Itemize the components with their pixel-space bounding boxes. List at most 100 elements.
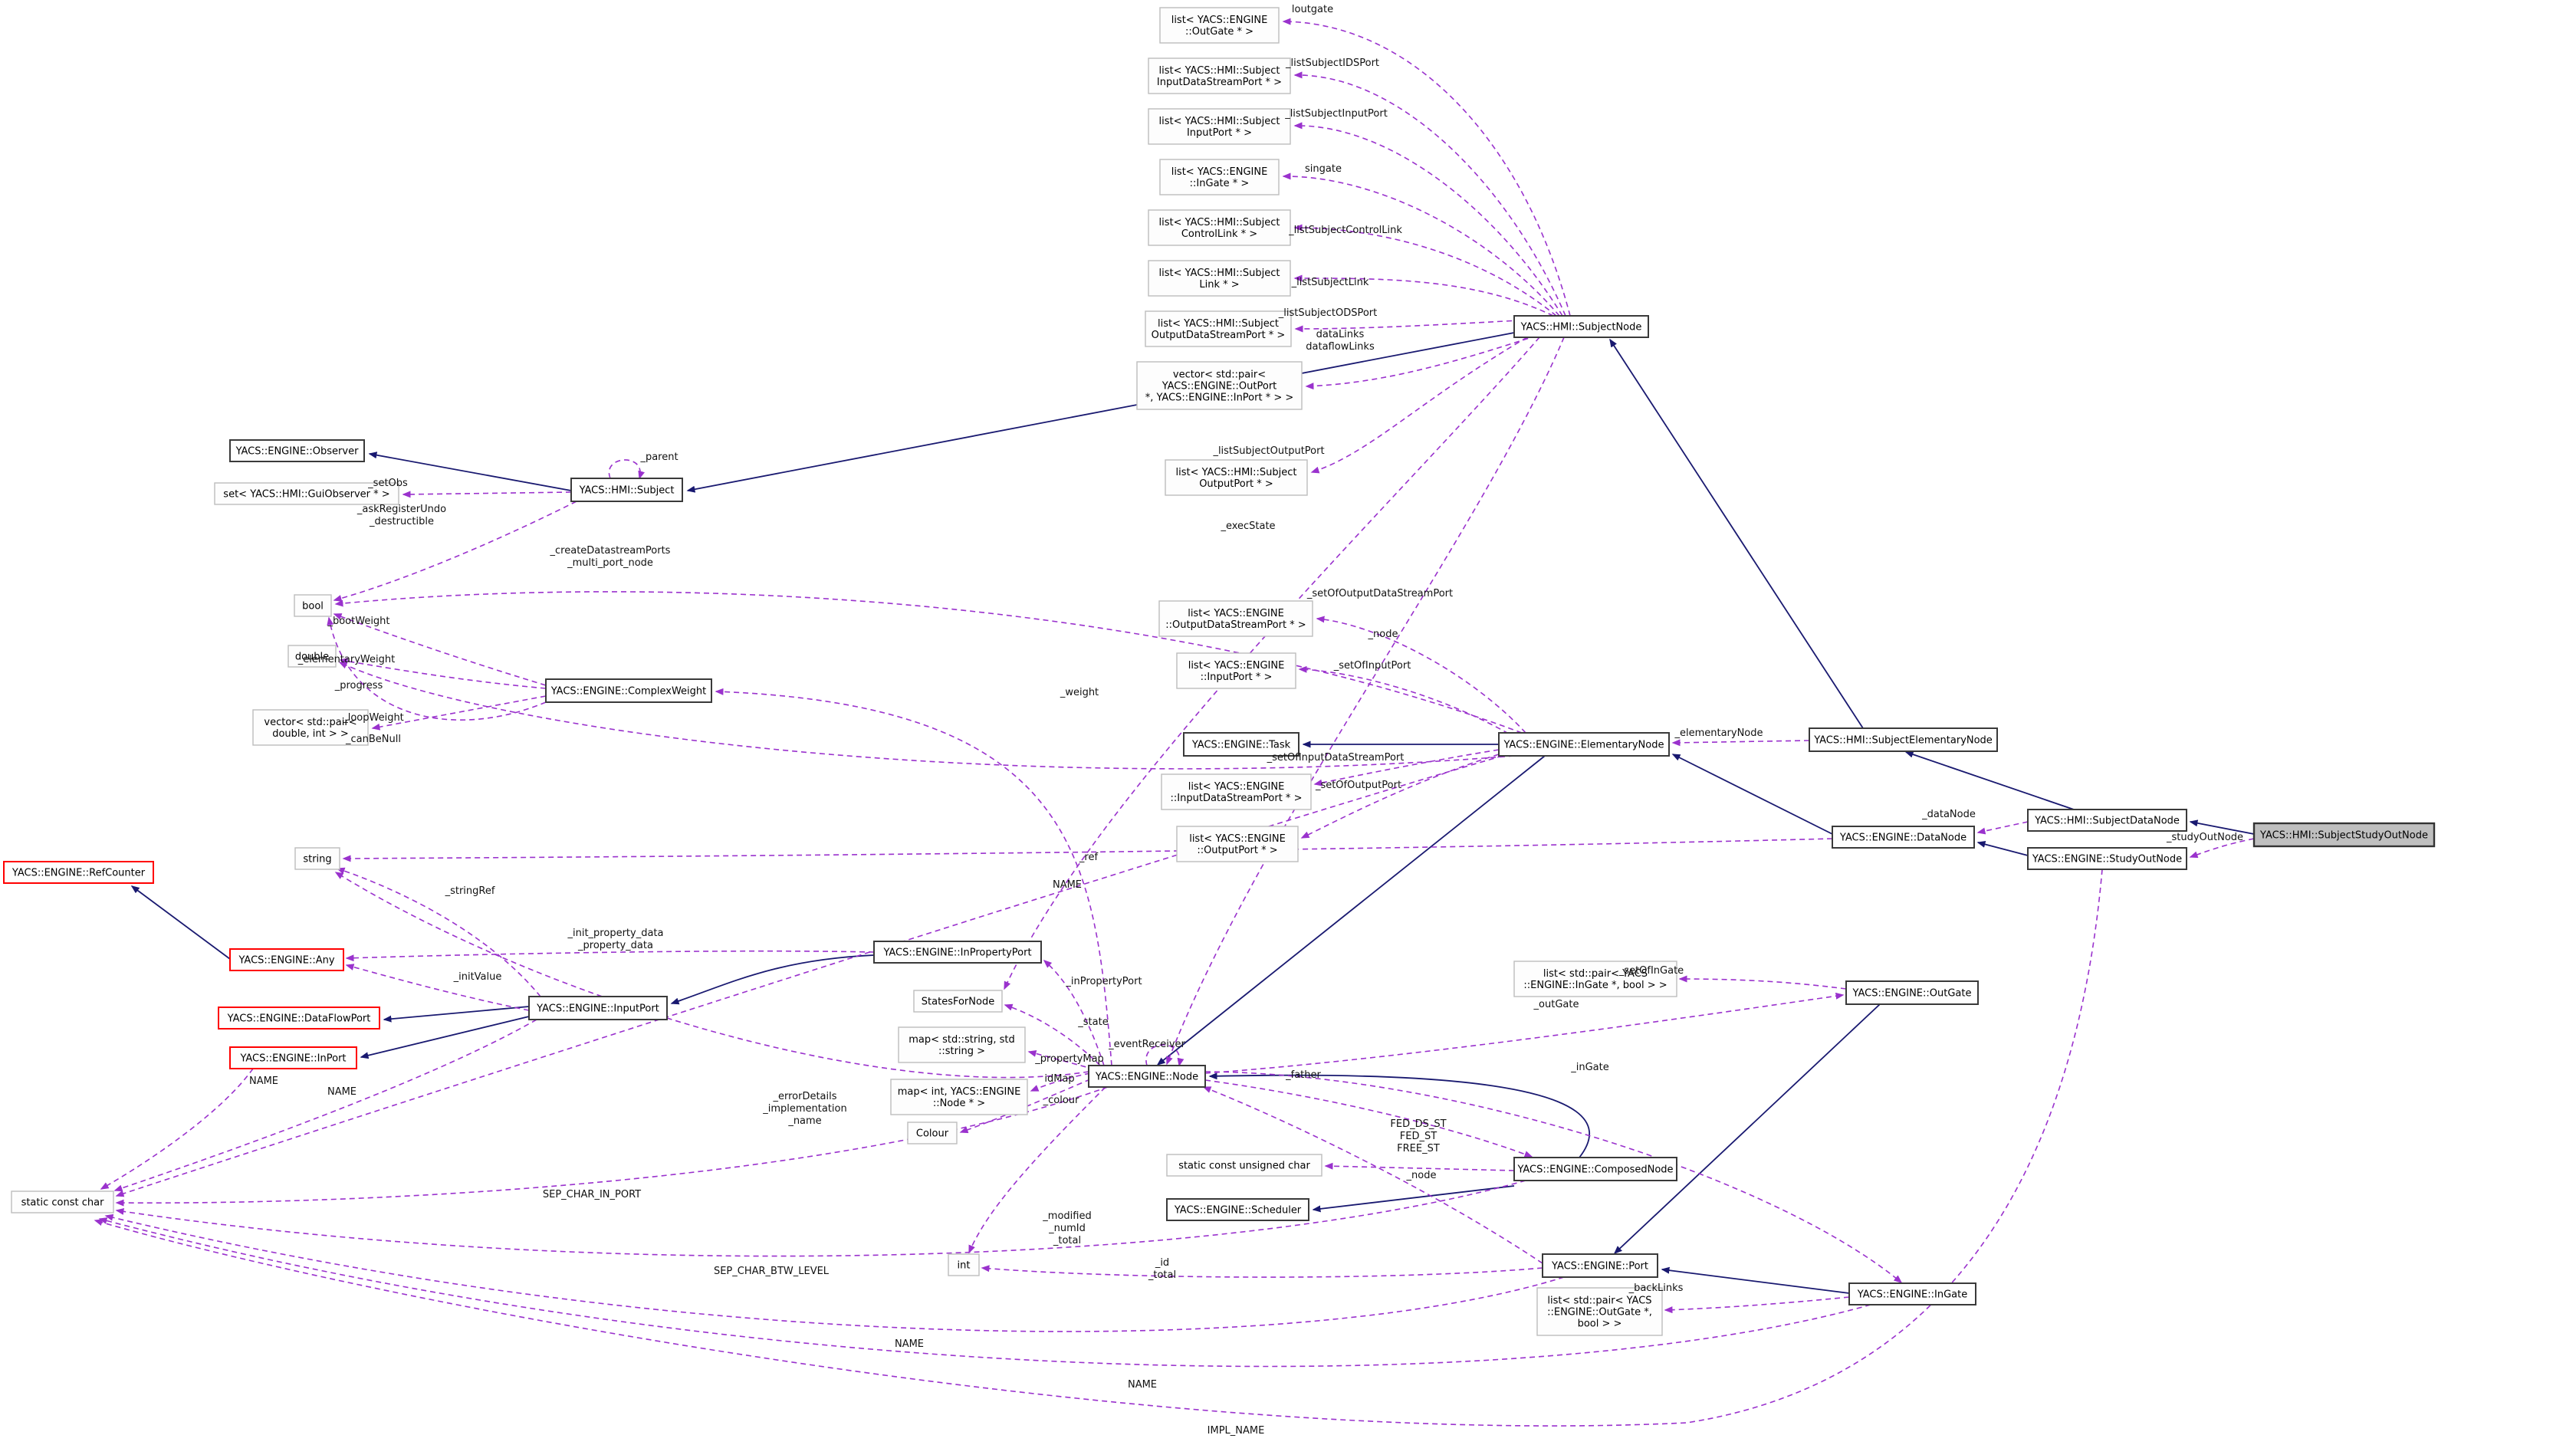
class-node-box-subject-elementary-node[interactable]: [1809, 727, 1998, 752]
class-node-label-subject-study-out-node: YACS::HMI::SubjectStudyOutNode: [2259, 830, 2428, 842]
class-node-subject-elementary-node[interactable]: YACS::HMI::SubjectElementaryNode: [1809, 727, 1998, 752]
class-node-any[interactable]: YACS::ENGINE::Any: [229, 948, 344, 971]
class-node-out-gate[interactable]: YACS::ENGINE::OutGate: [1845, 980, 1979, 1005]
class-node-states-for-node: StatesForNode: [913, 990, 1003, 1013]
class-node-box-out-gate[interactable]: [1845, 980, 1979, 1005]
class-node-in-gate[interactable]: YACS::ENGINE::InGate: [1848, 1282, 1976, 1305]
class-node-in-port[interactable]: YACS::ENGINE::InPort: [229, 1046, 357, 1069]
class-node-box-node[interactable]: [1088, 1065, 1206, 1088]
class-node-box-input-port[interactable]: [528, 996, 668, 1020]
edge-studyOutNode: [2189, 838, 2255, 859]
class-node-inproperty-port[interactable]: YACS::ENGINE::InPropertyPort: [873, 941, 1042, 964]
class-node-box-observer[interactable]: [229, 439, 365, 462]
class-node-box-scheduler[interactable]: [1166, 1198, 1309, 1221]
edge-label-colour-edge: _colour: [1043, 1095, 1079, 1106]
edge-father: [1204, 1079, 1533, 1158]
class-node-box-static-const-char: [11, 1190, 114, 1213]
edge-subjstudy-to-subjdata: [2189, 819, 2255, 835]
class-node-box-port[interactable]: [1542, 1253, 1658, 1278]
class-node-list-outgate-bool: list< std::pair< YACS::ENGINE::OutGate *…: [1536, 1287, 1663, 1336]
edge-labels: loutgate_listSubjectIDSPort_listSubjectI…: [249, 4, 2243, 1437]
class-node-elementary-node[interactable]: YACS::ENGINE::ElementaryNode: [1498, 732, 1670, 757]
edge-label-loutgate: loutgate: [1292, 4, 1333, 15]
class-node-list-ingate-bool: list< std::pair< YACS::ENGINE::InGate *,…: [1513, 961, 1677, 997]
class-node-data-node[interactable]: YACS::ENGINE::DataNode: [1832, 826, 1975, 849]
class-node-refcounter[interactable]: YACS::ENGINE::RefCounter: [3, 861, 154, 884]
edge-setOfInputDataStreamPort: [1313, 749, 1500, 787]
edge-node-port: [1202, 1086, 1543, 1264]
edge-initpropertydata-propertydata: [345, 950, 875, 962]
edge-initValue: [345, 964, 530, 1011]
class-node-box-task[interactable]: [1183, 732, 1300, 757]
edge-label-IMPL_NAME: IMPL_NAME: [1208, 1425, 1265, 1437]
class-node-label-list-outgate-bool: list< std::pair< YACS::ENGINE::OutGate *…: [1547, 1296, 1652, 1330]
class-node-box-any[interactable]: [229, 948, 344, 971]
edge-label-askRegisterUndo-destructible: _askRegisterUndo_destructible: [356, 504, 446, 527]
edge-ref: [342, 838, 1833, 862]
class-node-box-subject-data-node[interactable]: [2027, 809, 2187, 832]
class-node-box-inproperty-port[interactable]: [873, 941, 1042, 964]
edge-label-setOfOutputDataStreamPort: _setOfOutputDataStreamPort: [1306, 588, 1453, 599]
class-node-task[interactable]: YACS::ENGINE::Task: [1183, 732, 1300, 757]
class-node-study-out-node[interactable]: YACS::ENGINE::StudyOutNode: [2027, 847, 2187, 870]
edge-singate: [1282, 172, 1560, 317]
class-nodes: list< YACS::ENGINE::OutGate * >list< YAC…: [3, 7, 2436, 1336]
class-node-complex-weight[interactable]: YACS::ENGINE::ComplexWeight: [545, 678, 712, 703]
class-node-observer[interactable]: YACS::ENGINE::Observer: [229, 439, 365, 462]
class-node-label-input-port: YACS::ENGINE::InputPort: [536, 1003, 659, 1015]
class-node-input-port[interactable]: YACS::ENGINE::InputPort: [528, 996, 668, 1020]
edge-propertyMap: [1027, 1050, 1096, 1070]
class-node-label-static-const-uchar: static const unsigned char: [1178, 1161, 1310, 1172]
edge-setOfOutputPort: [1300, 754, 1500, 839]
class-node-list-engine-outputport: list< YACS::ENGINE::OutputPort * >: [1176, 826, 1299, 862]
class-node-label-string: string: [303, 854, 331, 865]
edge-NAME-port: [104, 1213, 1565, 1332]
edge-progress: [338, 662, 1515, 770]
class-node-box-in-gate[interactable]: [1848, 1282, 1976, 1305]
class-node-subject-node[interactable]: YACS::HMI::SubjectNode: [1513, 315, 1649, 338]
edges: [94, 18, 2255, 1427]
edge-NAME-inputport: [113, 1019, 537, 1192]
edge-subjectnode-to-subject: [686, 332, 1515, 493]
edge-label-stringRef: _stringRef: [445, 885, 495, 897]
class-node-box-refcounter[interactable]: [3, 861, 154, 884]
class-node-subject-data-node[interactable]: YACS::HMI::SubjectDataNode: [2027, 809, 2187, 832]
class-node-box-composed-node[interactable]: [1513, 1157, 1677, 1181]
class-node-port[interactable]: YACS::ENGINE::Port: [1542, 1253, 1658, 1278]
class-node-box-vector-double-int: [252, 709, 369, 746]
class-node-box-study-out-node[interactable]: [2027, 847, 2187, 870]
class-node-box-dataflow-port[interactable]: [218, 1007, 380, 1030]
class-node-dataflow-port[interactable]: YACS::ENGINE::DataFlowPort: [218, 1007, 380, 1030]
class-node-box-subject[interactable]: [570, 478, 683, 502]
class-node-box-complex-weight[interactable]: [545, 678, 712, 703]
edge-label-parent: _parent: [639, 452, 678, 463]
class-node-label-data-node: YACS::ENGINE::DataNode: [1839, 833, 1967, 844]
edge-setOfInputPort: [1298, 665, 1517, 739]
class-node-box-subject-node[interactable]: [1513, 315, 1649, 338]
class-node-box-in-port[interactable]: [229, 1046, 357, 1069]
edge-label-progress: _progress: [334, 680, 383, 691]
edge-label-NAME-port: NAME: [895, 1338, 924, 1350]
class-node-scheduler[interactable]: YACS::ENGINE::Scheduler: [1166, 1198, 1309, 1221]
class-node-box-data-node[interactable]: [1832, 826, 1975, 849]
class-node-list-ingate: list< YACS::ENGINE::InGate * >: [1159, 159, 1280, 195]
class-node-node[interactable]: YACS::ENGINE::Node: [1088, 1065, 1206, 1088]
edge-label-listSubjectODSPort: _listSubjectODSPort: [1278, 307, 1377, 319]
edge-setOfInGate: [1678, 975, 1847, 990]
class-node-composed-node[interactable]: YACS::ENGINE::ComposedNode: [1513, 1157, 1677, 1181]
class-node-box-colour: [907, 1122, 958, 1145]
class-node-box-map-int-node: [890, 1079, 1028, 1115]
edge-elem-to-node: [1156, 755, 1546, 1066]
edge-elementaryWeight: [339, 658, 547, 689]
class-node-set-guiobserver: set< YACS::HMI::GuiObserver * >: [214, 482, 399, 505]
class-node-box-list-subject-outputport: [1165, 459, 1308, 496]
class-node-box-list-outgate: [1159, 7, 1280, 44]
class-node-box-elementary-node[interactable]: [1498, 732, 1670, 757]
edge-label-listSubjectOutputPort: _listSubjectOutputPort: [1212, 445, 1324, 457]
class-node-label-port: YACS::ENGINE::Port: [1551, 1261, 1648, 1273]
class-node-list-engine-inputport: list< YACS::ENGINE::InputPort * >: [1176, 652, 1296, 689]
edge-NAME-elem: [115, 755, 1503, 1197]
class-node-subject[interactable]: YACS::HMI::Subject: [570, 478, 683, 502]
